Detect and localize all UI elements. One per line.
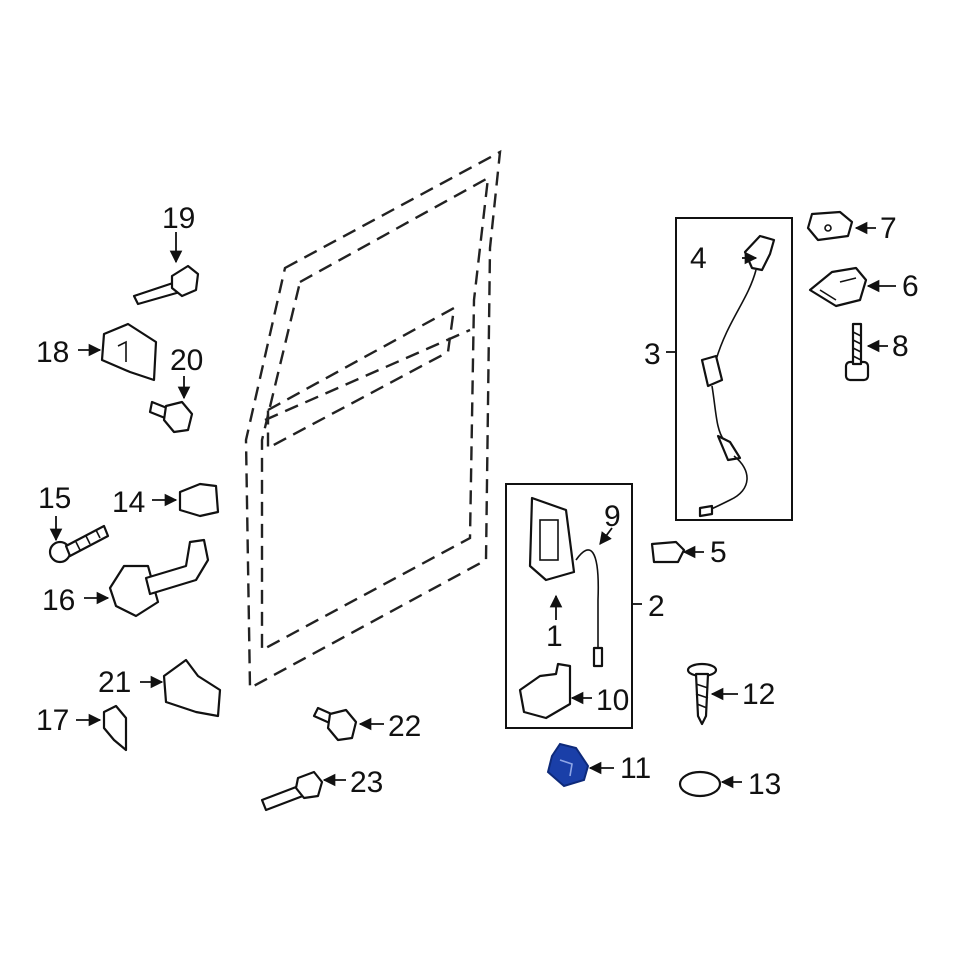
callout-7: 7 — [880, 212, 897, 245]
callout-14: 14 — [112, 486, 145, 519]
part-11-detail — [559, 759, 573, 777]
door-check-16-part — [108, 538, 210, 618]
rod-9-part — [575, 549, 600, 650]
callout-23: 23 — [350, 766, 383, 799]
callout-18: 18 — [36, 336, 69, 369]
bolt-23-part — [260, 770, 324, 812]
callout-19: 19 — [162, 202, 195, 235]
group-box-3 — [675, 217, 793, 521]
callout-1: 1 — [546, 620, 563, 653]
callout-4: 4 — [690, 242, 707, 275]
callout-22: 22 — [388, 710, 421, 743]
callout-9: 9 — [604, 500, 621, 533]
callout-21: 21 — [98, 666, 131, 699]
callout-3: 3 — [644, 338, 661, 371]
screw-15-part — [48, 524, 110, 564]
latch-10-part — [518, 662, 572, 720]
bolt-19-part — [132, 264, 200, 306]
screw-12-part — [686, 662, 718, 726]
callout-labels: 1 2 3 4 5 6 7 8 9 10 11 12 13 14 15 16 1… — [36, 202, 919, 801]
callout-17: 17 — [36, 704, 69, 737]
callout-15: 15 — [38, 482, 71, 515]
washer-13-part — [678, 770, 722, 798]
rod-9-end — [592, 646, 604, 668]
callout-13: 13 — [748, 768, 781, 801]
bracket-6-detail — [819, 277, 857, 301]
hinge-18-part — [100, 322, 158, 382]
door-outline — [244, 149, 502, 690]
callout-11: 11 — [620, 752, 651, 785]
callout-8: 8 — [892, 330, 909, 363]
hinge-18-detail — [117, 340, 127, 362]
bolt-22-part — [312, 706, 358, 742]
callout-10: 10 — [596, 684, 629, 717]
bracket-17-part — [102, 704, 128, 752]
callout-5: 5 — [710, 536, 727, 569]
group-box-2 — [505, 483, 633, 729]
callout-20: 20 — [170, 344, 203, 377]
handle-1-part — [528, 496, 576, 582]
stud-8-part — [844, 322, 870, 382]
bracket-7-hole — [824, 224, 832, 232]
callout-2: 2 — [648, 590, 665, 623]
bolt-20-part — [148, 400, 194, 434]
clip-14-part — [178, 482, 220, 518]
callout-16: 16 — [42, 584, 75, 617]
callout-6: 6 — [902, 270, 919, 303]
bracket-6-part — [808, 266, 868, 308]
hinge-21-part — [162, 658, 222, 718]
cable-assembly-part — [698, 234, 776, 518]
leader-lines — [49, 221, 896, 789]
clip-5-part — [650, 540, 686, 564]
part-11-highlighted — [546, 742, 590, 788]
callout-12: 12 — [742, 678, 775, 711]
